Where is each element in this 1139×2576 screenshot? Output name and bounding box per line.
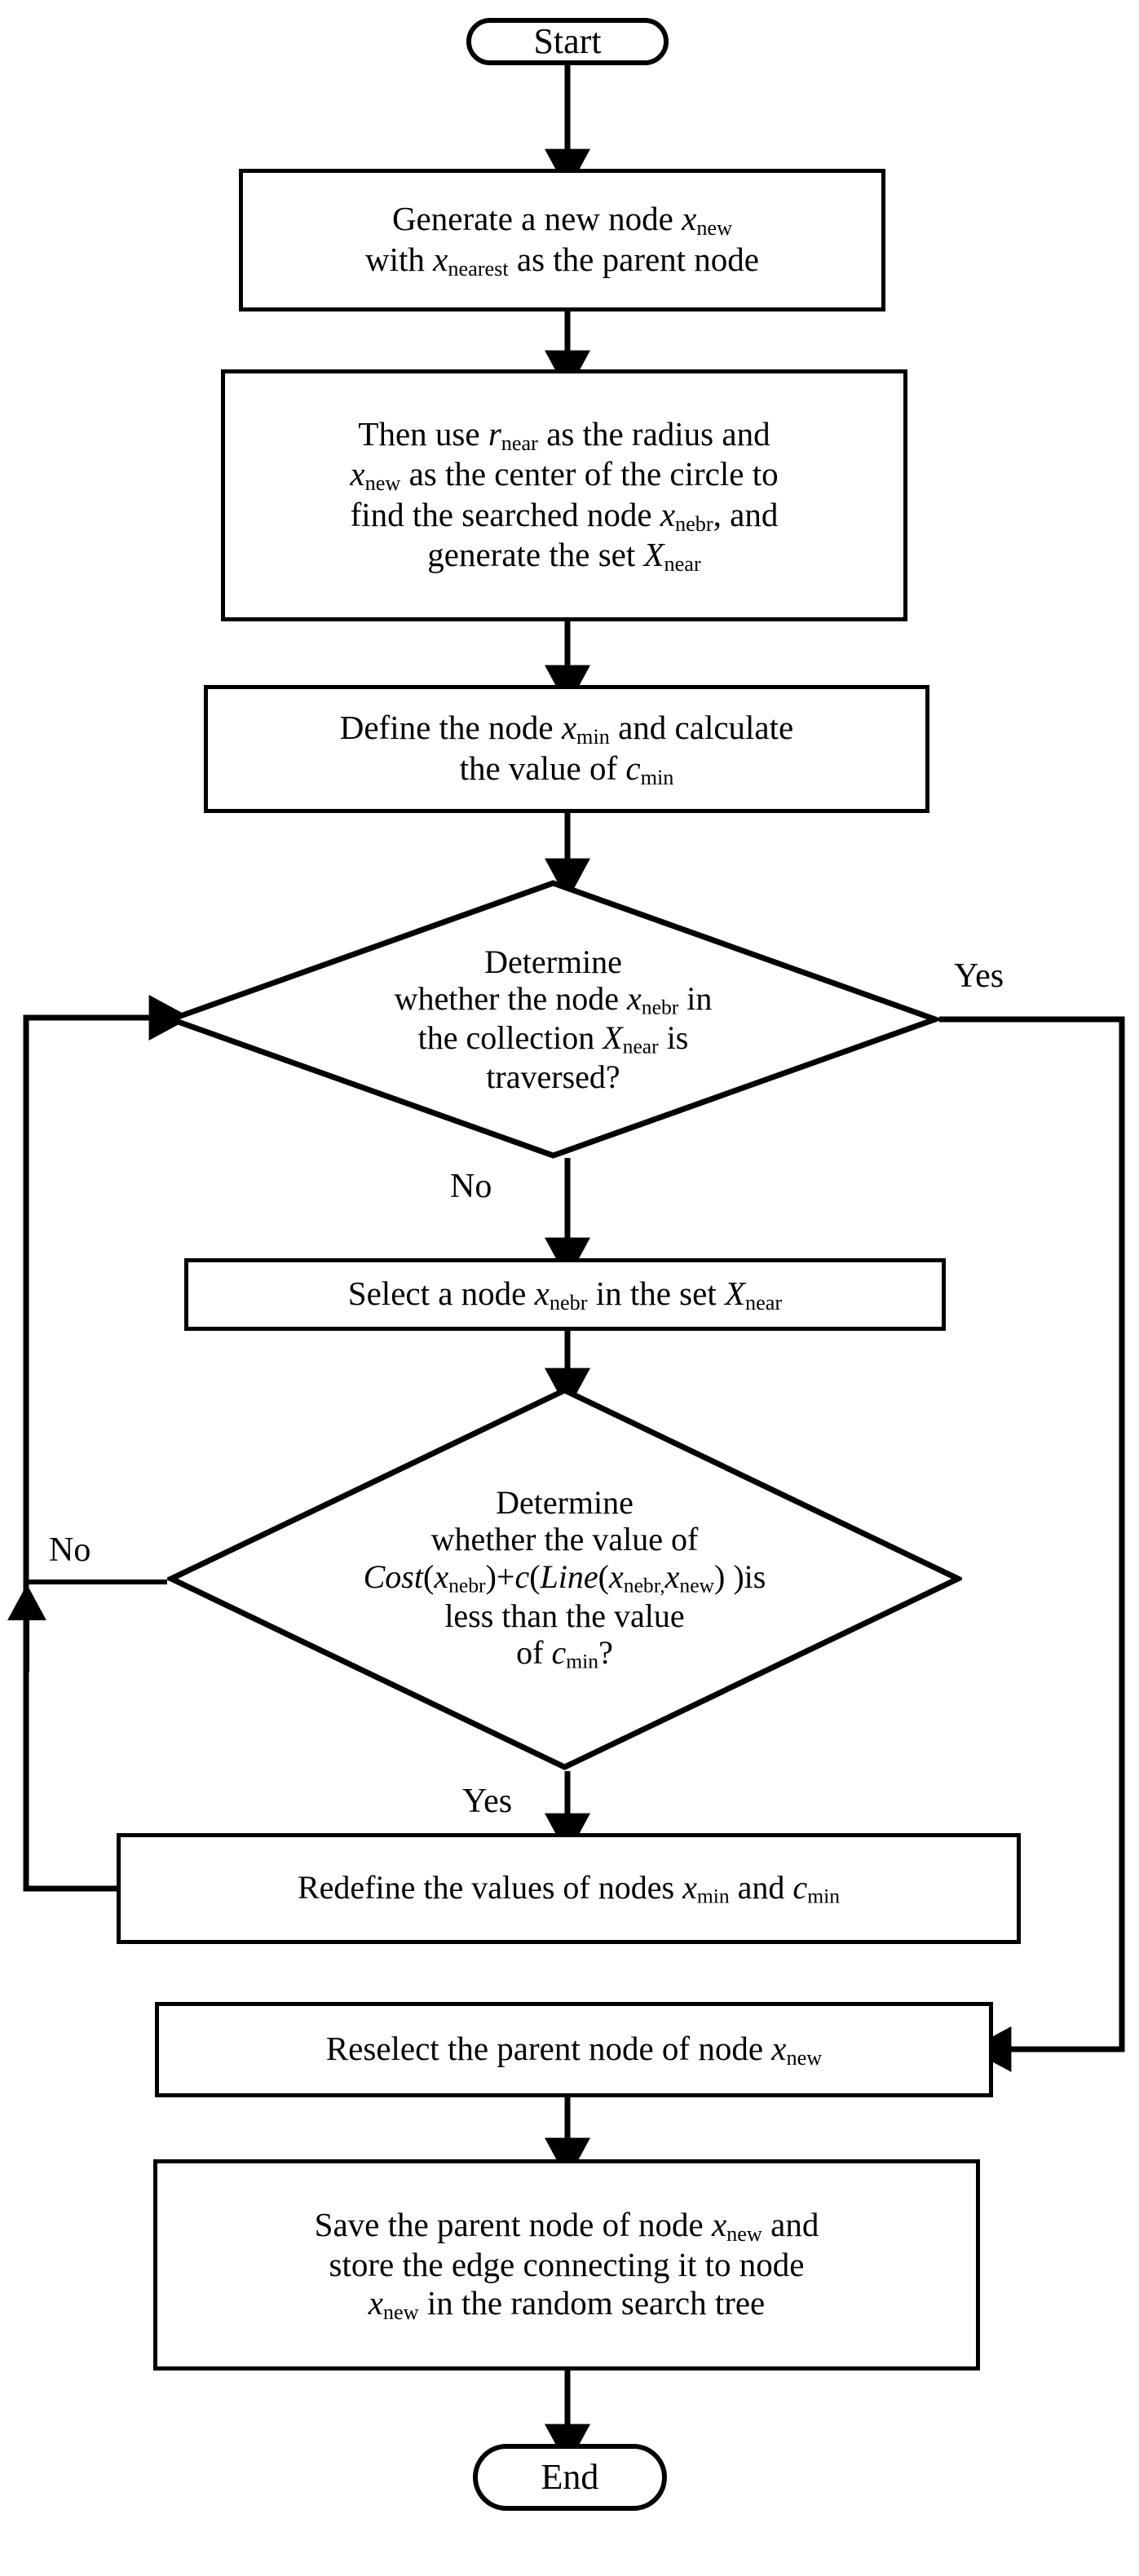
branch-label-diamond2-no: No: [49, 1531, 91, 1569]
node-reselect-parent-label: Reselect the parent node of node xnew: [325, 2029, 823, 2070]
node-select-node-label: Select a node xnebr in the set Xnear: [347, 1274, 783, 1315]
node-start[interactable]: Start: [466, 18, 669, 65]
branch-label-diamond1-yes: Yes: [954, 957, 1004, 995]
node-redefine-values-label: Redefine the values of nodes xmin and cm…: [297, 1868, 841, 1908]
node-end-label: End: [541, 2457, 599, 2498]
node-reselect-parent[interactable]: Reselect the parent node of node xnew: [155, 2002, 993, 2097]
node-end[interactable]: End: [473, 2444, 667, 2511]
decision-cost-shape: [164, 1387, 965, 1770]
node-select-node[interactable]: Select a node xnebr in the set Xnear: [184, 1258, 946, 1331]
branch-label-diamond2-yes: Yes: [462, 1783, 513, 1820]
node-redefine-values[interactable]: Redefine the values of nodes xmin and cm…: [117, 1833, 1021, 1944]
branch-label-diamond1-no: No: [450, 1168, 492, 1205]
node-start-label: Start: [533, 21, 602, 62]
edge-box5-to-diamond1: [23, 995, 192, 1892]
decision-traversed-shape: [162, 880, 944, 1159]
